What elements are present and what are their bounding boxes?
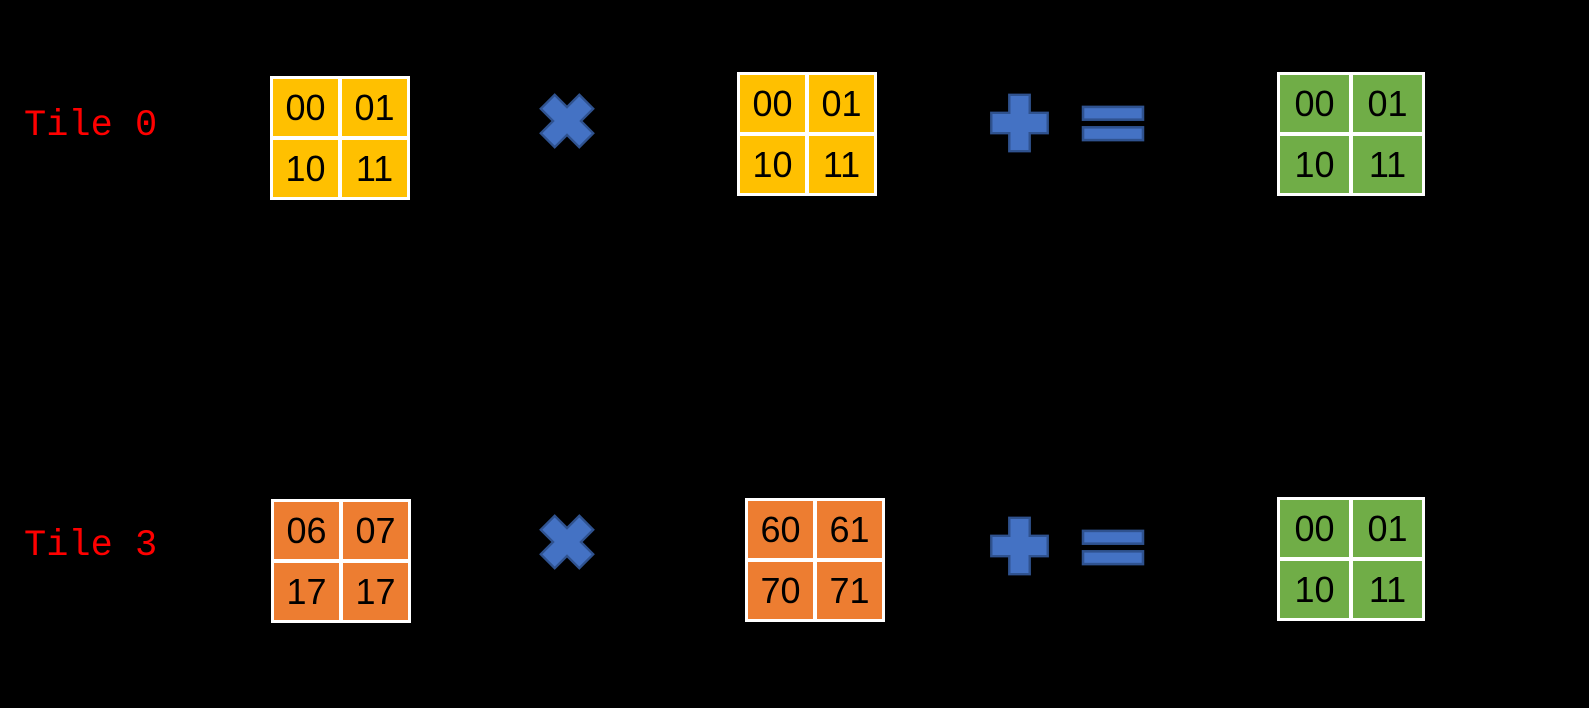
matrix-cell: 17 [274, 563, 339, 620]
plus-icon [990, 93, 1049, 153]
equals-icon [1081, 529, 1145, 566]
tile-3-label: Tile 3 [24, 525, 158, 567]
matrix-cell: 10 [1280, 136, 1349, 193]
matrix-cell: 11 [1353, 136, 1422, 193]
matrix-cell: 00 [740, 75, 805, 132]
matrix-cell: 11 [342, 140, 407, 197]
matrix-cell: 01 [1353, 500, 1422, 557]
matrix-cell: 00 [1280, 500, 1349, 557]
matrix-cell: 01 [809, 75, 874, 132]
multiply-icon [539, 514, 595, 570]
tile3-matrix-b-grid: 60 61 70 71 [745, 498, 885, 622]
plus-icon [990, 516, 1049, 576]
matrix-cell: 01 [1353, 75, 1422, 132]
tile3-matrix-a-grid: 06 07 17 17 [271, 499, 411, 623]
matrix-cell: 11 [809, 136, 874, 193]
matrix-cell: 11 [1353, 561, 1422, 618]
equals-icon [1081, 105, 1145, 142]
matrix-cell: 70 [748, 562, 813, 619]
matrix-cell: 10 [740, 136, 805, 193]
matrix-cell: 00 [273, 79, 338, 136]
matrix-cell: 10 [1280, 561, 1349, 618]
tile0-matrix-c-grid: 00 01 10 11 [1277, 72, 1425, 196]
matrix-cell: 07 [343, 502, 408, 559]
multiply-icon [539, 93, 595, 149]
matrix-cell: 01 [342, 79, 407, 136]
matrix-cell: 60 [748, 501, 813, 558]
tile0-matrix-b-grid: 00 01 10 11 [737, 72, 877, 196]
tile0-matrix-a-grid: 00 01 10 11 [270, 76, 410, 200]
matrix-cell: 00 [1280, 75, 1349, 132]
matrix-cell: 06 [274, 502, 339, 559]
tile3-matrix-c-grid: 00 01 10 11 [1277, 497, 1425, 621]
matrix-cell: 17 [343, 563, 408, 620]
tile-0-label: Tile 0 [24, 105, 158, 147]
matrix-cell: 61 [817, 501, 882, 558]
matrix-cell: 10 [273, 140, 338, 197]
matrix-cell: 71 [817, 562, 882, 619]
